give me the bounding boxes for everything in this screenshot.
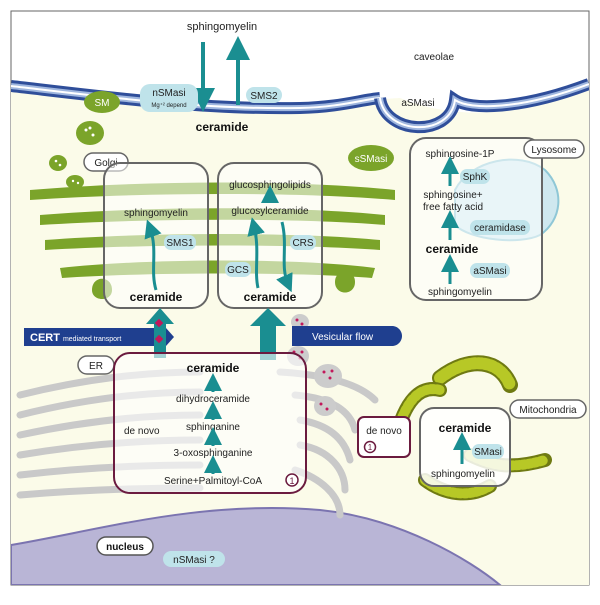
cert-cargo-2: [154, 334, 164, 344]
mito-de-novo-label: de novo: [366, 426, 402, 437]
vesicular-flow-label: Vesicular flow: [312, 332, 374, 343]
golgi-label: Golgi: [94, 158, 117, 169]
lysosome-label-box: [523, 139, 585, 159]
free-fatty-acid-label: free fatty acid: [423, 202, 483, 213]
lysosome-label: Lysosome: [531, 145, 577, 156]
golgi-sphingomyelin-label: sphingomyelin: [124, 208, 188, 219]
nucleus-nsmasi-label: nSMasi ?: [173, 555, 215, 566]
vesicular-transport-arrow: [250, 308, 286, 360]
golgi-left-ceramide-label: ceramide: [130, 290, 183, 304]
cert-transport-arrow: [146, 308, 174, 358]
lysosome-asmasi-pill: [470, 263, 510, 278]
lysosome-asmasi-label: aSMasi: [473, 266, 506, 277]
mito-smasi-label: SMasi: [474, 447, 502, 458]
golgi-right-ceramide-label: ceramide: [244, 290, 297, 304]
mito-smasi-pill: [472, 444, 504, 459]
mito-ceramide-label: ceramide: [439, 421, 492, 435]
membrane-asmasi-label: aSMasi: [401, 98, 434, 109]
sphinganine-label: sphinganine: [186, 422, 240, 433]
ceramidase-label: ceramidase: [474, 223, 526, 234]
nucleus-nsmasi-pill: [163, 551, 225, 567]
top-ceramide-label: ceramide: [196, 120, 249, 134]
sms1-label: SMS1: [166, 238, 194, 249]
plasma-membrane: [11, 78, 589, 134]
mitochondria-label-box: [509, 399, 587, 419]
nsmasi-label: nSMasi: [152, 88, 185, 99]
nucleus-label-box: [96, 536, 154, 556]
cert-banner: [24, 328, 174, 346]
nsmasi-sub-label: Mg⁺² depend: [151, 102, 186, 109]
s1p-label: sphingosine-1P: [426, 149, 495, 160]
nucleus-label: nucleus: [106, 542, 144, 553]
gcs-pill: [225, 262, 251, 277]
lysosome-ceramide-label: ceramide: [426, 242, 479, 256]
sphk-pill: [460, 169, 490, 184]
golgi-bulb-right: [335, 271, 355, 293]
mitochondria-label: Mitochondria: [519, 405, 577, 416]
sms2-pill: [246, 87, 282, 103]
glucosylceramide-label: glucosylceramide: [231, 206, 309, 217]
dihydroceramide-label: dihydroceramide: [176, 394, 250, 405]
crs-pill: [290, 235, 316, 250]
sphk-label: SphK: [463, 172, 488, 183]
er-ceramide-label: ceramide: [187, 361, 240, 375]
ssmasi-label: sSMasi: [355, 154, 388, 165]
er-step-number-circle: [285, 473, 299, 487]
ceramidase-pill: [470, 220, 530, 235]
nsmasi-pill: [140, 84, 198, 112]
top-sphingomyelin-label: sphingomyelin: [187, 21, 257, 33]
oxosphinganine-label: 3-oxosphinganine: [174, 448, 253, 459]
ssmasi-blob: [348, 145, 394, 171]
gcs-arrow: [247, 217, 265, 289]
er-label: ER: [89, 361, 103, 372]
er-denovo-box: [113, 352, 307, 494]
serine-palmitoyl-label: Serine+Palmitoyl-CoA: [164, 476, 262, 487]
vesicular-banner: [292, 326, 402, 346]
cert-cargo-1: [154, 318, 164, 328]
golgi-sms1-arrow: [144, 219, 162, 291]
sms1-pill: [164, 235, 196, 250]
sms2-label: SMS2: [250, 91, 278, 102]
gcs-label: GCS: [227, 265, 249, 276]
er-step-number: 1: [289, 476, 294, 486]
caveolae-label: caveolae: [414, 52, 454, 63]
sm-label: SM: [95, 98, 110, 109]
cert-rest: mediated transport: [63, 336, 121, 343]
mito-step-number-circle: [363, 440, 377, 454]
sphingosine-label: sphingosine+: [423, 190, 482, 201]
glucosphingolipids-label: glucosphingolipids: [229, 180, 311, 191]
crs-label: CRS: [292, 238, 313, 249]
cert-bold: CERT: [30, 332, 60, 344]
lysosome-sphingomyelin-label: sphingomyelin: [428, 287, 492, 298]
crs-arrow: [276, 221, 293, 293]
sm-blob: [84, 91, 120, 113]
er-de-novo-label: de novo: [124, 426, 160, 437]
mito-sphingomyelin-label: sphingomyelin: [431, 469, 495, 480]
nucleus-shape: [11, 507, 502, 585]
mito-step-number: 1: [368, 443, 373, 452]
